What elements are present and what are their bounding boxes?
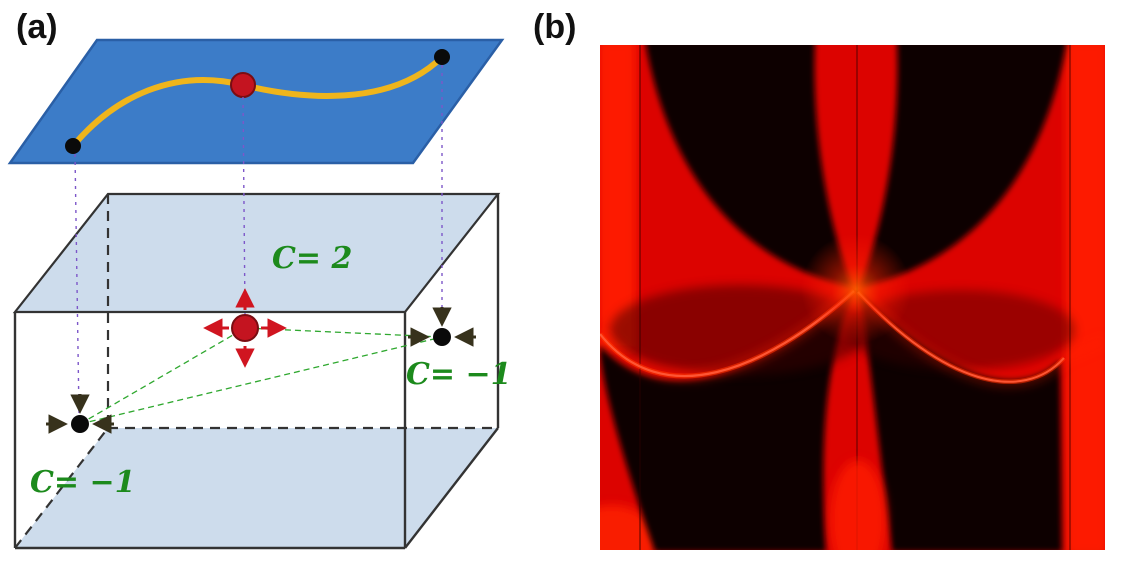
node-link-left-right bbox=[79, 336, 443, 425]
edge-band-right bbox=[1066, 45, 1105, 550]
weyl-source bbox=[231, 314, 259, 342]
weyl-sink-right bbox=[433, 328, 451, 346]
panel-b-label: (b) bbox=[533, 8, 576, 46]
panel-a-label: (a) bbox=[16, 8, 58, 46]
corner-glow-bottom-left bbox=[600, 505, 657, 550]
sink-arrows-left bbox=[46, 394, 114, 434]
box-edge-bottom-right bbox=[404, 427, 499, 549]
chern-label-sink-right: C= −1 bbox=[406, 357, 511, 392]
bz-box-bottom-face bbox=[15, 428, 498, 548]
hidden-edge-bottom-left bbox=[14, 427, 109, 549]
band-gap-region-top-left bbox=[645, 45, 852, 287]
chern-label-sink-left: C= −1 bbox=[30, 465, 135, 500]
surface-node-right bbox=[434, 49, 450, 65]
bz-box-top-face bbox=[12, 192, 501, 314]
node-link-left-source bbox=[79, 327, 246, 425]
source-arrows bbox=[203, 288, 287, 368]
weyl-projection-center-glow bbox=[801, 234, 911, 344]
weyl-sink-left bbox=[71, 415, 89, 433]
surface-plane bbox=[7, 38, 505, 165]
projection-line-left bbox=[74, 153, 80, 415]
chern-label-source: C= 2 bbox=[272, 241, 352, 276]
panel-a: (a) bbox=[7, 8, 511, 550]
panel-b: (b) bbox=[533, 8, 1105, 550]
center-bottom-glow bbox=[830, 460, 886, 550]
spectral-heatmap bbox=[600, 45, 1105, 550]
surface-node-left bbox=[65, 138, 81, 154]
band-gap-region-top-right bbox=[860, 45, 1067, 287]
sink-arrows-right bbox=[408, 307, 476, 347]
edge-band-left bbox=[600, 45, 636, 350]
surface-node-center bbox=[230, 72, 256, 98]
